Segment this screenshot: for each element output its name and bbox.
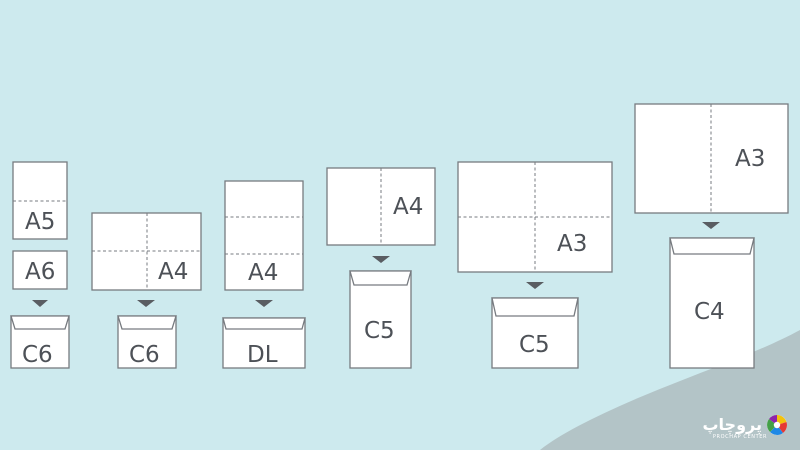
logo-text-fa: پروچاپ	[702, 415, 762, 435]
a4-label-3: A4	[393, 194, 423, 220]
arrow-down-icon	[32, 300, 48, 307]
c4-envelope: C4	[669, 237, 755, 369]
dl-envelope: DL	[222, 317, 306, 369]
dl-label: DL	[247, 342, 278, 368]
c6-envelope-2: C6	[117, 315, 177, 369]
a6-sheet: A6	[12, 250, 68, 290]
logo-text-en: PROCHAP CENTER	[713, 434, 767, 440]
c4-label: C4	[694, 299, 725, 325]
c5-label-2: C5	[519, 332, 550, 358]
brand-logo: پروچاپ PROCHAP CENTER	[702, 415, 787, 440]
c6-label-2: C6	[129, 342, 160, 368]
a6-label: A6	[25, 259, 55, 285]
c5-label-1: C5	[364, 318, 395, 344]
color-circle-logo-icon	[767, 415, 787, 435]
a5-label: A5	[25, 209, 55, 235]
c6-envelope-1: C6	[10, 315, 70, 369]
a4-label-2: A4	[248, 260, 278, 286]
a3-label-2: A3	[735, 146, 765, 172]
a4-sheet-2: A4	[224, 180, 304, 291]
arrow-down-icon	[702, 222, 720, 229]
arrow-down-icon	[372, 256, 390, 263]
a5-sheet: A5	[12, 161, 68, 240]
c5-envelope-2: C5	[491, 297, 579, 369]
arrow-down-icon	[255, 300, 273, 307]
c5-envelope-1: C5	[349, 270, 412, 369]
arrow-down-icon	[526, 282, 544, 289]
a4-sheet-1: A4	[91, 212, 202, 291]
a3-sheet-1: A3	[457, 161, 613, 273]
arrow-down-icon	[137, 300, 155, 307]
c6-label-1: C6	[22, 342, 53, 368]
a3-label-1: A3	[557, 231, 587, 257]
a4-sheet-3: A4	[326, 167, 436, 246]
a3-sheet-2: A3	[634, 103, 789, 214]
a4-label-1: A4	[158, 259, 188, 285]
